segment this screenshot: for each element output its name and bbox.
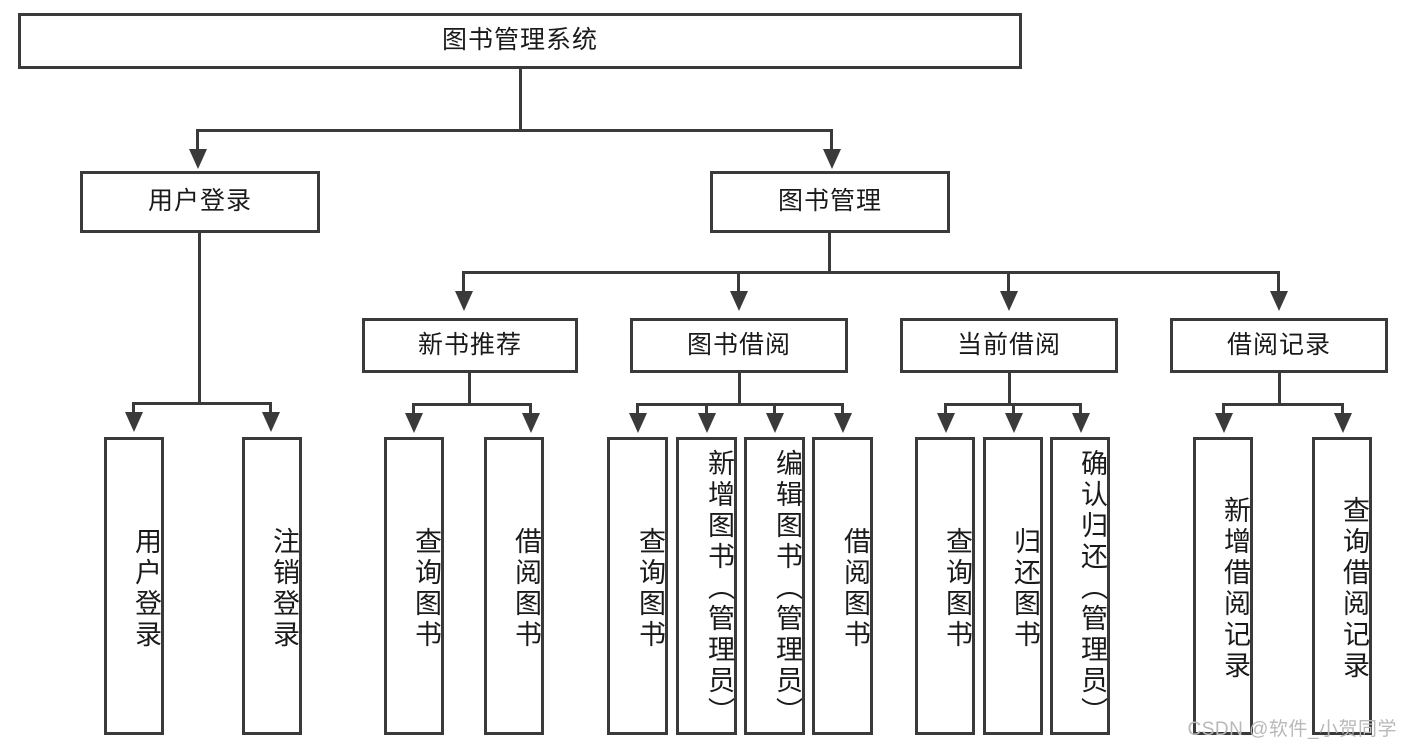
arrow-to-new-book-recommend: [455, 291, 473, 311]
leaf-borrow-book-recommend[interactable]: 借阅图书: [484, 437, 544, 735]
connector-user-login-drop-1: [132, 402, 135, 414]
connector-current-borrow-drop-3: [1079, 403, 1082, 415]
arrow-to-user-login: [189, 149, 207, 169]
leaf-add-borrow-record[interactable]: 新增借阅记录: [1193, 437, 1253, 735]
node-user-login[interactable]: 用户登录: [80, 171, 320, 233]
arrow-to-leaf-logout: [262, 412, 280, 432]
connector-book-borrow-stem: [738, 373, 741, 405]
connector-root-drop-left: [196, 129, 199, 151]
arrow-to-book-borrow: [730, 291, 748, 311]
leaf-edit-book-admin[interactable]: 编辑图书（管理员）: [744, 437, 805, 735]
connector-new-book-stem: [468, 373, 471, 405]
leaf-query-book-borrow[interactable]: 查询图书: [607, 437, 668, 735]
node-book-management[interactable]: 图书管理: [710, 171, 950, 233]
connector-level3-drop-3: [1007, 271, 1010, 293]
connector-book-borrow-drop-2: [705, 403, 708, 415]
connector-new-book-drop-2: [529, 403, 532, 415]
arrow-to-borrow-record: [1270, 291, 1288, 311]
arrow-to-leaf-query-book-3: [937, 413, 955, 433]
arrow-to-book-management: [823, 149, 841, 169]
arrow-to-leaf-edit-book: [766, 413, 784, 433]
connector-level3-drop-2: [737, 271, 740, 293]
leaf-user-login[interactable]: 用户登录: [104, 437, 164, 735]
arrow-to-leaf-user-login: [125, 412, 143, 432]
connector-borrow-record-drop-2: [1341, 403, 1344, 415]
connector-root-drop-right: [830, 129, 833, 151]
arrow-to-leaf-add-record: [1215, 413, 1233, 433]
connector-level3-drop-4: [1277, 271, 1280, 293]
node-borrow-record[interactable]: 借阅记录: [1170, 318, 1388, 373]
node-new-book-recommend[interactable]: 新书推荐: [362, 318, 578, 373]
connector-level3-drop-1: [462, 271, 465, 293]
connector-book-borrow-drop-3: [773, 403, 776, 415]
connector-user-login-stem: [198, 233, 201, 405]
connector-new-book-bus: [412, 403, 532, 406]
connector-root-stem: [519, 69, 522, 129]
connector-book-management-stem: [828, 233, 831, 273]
arrow-to-leaf-borrow-book-2: [834, 413, 852, 433]
connector-user-login-drop-2: [269, 402, 272, 414]
arrow-to-leaf-add-book: [698, 413, 716, 433]
arrow-to-leaf-confirm-return: [1072, 413, 1090, 433]
connector-current-borrow-drop-1: [944, 403, 947, 415]
connector-book-borrow-drop-4: [841, 403, 844, 415]
connector-borrow-record-drop-1: [1222, 403, 1225, 415]
watermark-label: CSDN @软件_小贺同学: [1187, 719, 1397, 740]
connector-root-bus: [196, 129, 833, 132]
leaf-logout[interactable]: 注销登录: [242, 437, 302, 735]
connector-level3-bus: [462, 271, 1280, 274]
leaf-query-book-recommend[interactable]: 查询图书: [384, 437, 444, 735]
connector-borrow-record-bus: [1222, 403, 1344, 406]
connector-borrow-record-stem: [1278, 373, 1281, 405]
connector-current-borrow-stem: [1008, 373, 1011, 405]
arrow-to-leaf-query-record: [1334, 413, 1352, 433]
leaf-query-book-current[interactable]: 查询图书: [915, 437, 975, 735]
node-book-borrow[interactable]: 图书借阅: [630, 318, 848, 373]
connector-book-borrow-bus: [636, 403, 844, 406]
leaf-borrow-book[interactable]: 借阅图书: [812, 437, 873, 735]
connector-user-login-bus: [132, 402, 272, 405]
leaf-query-borrow-record[interactable]: 查询借阅记录: [1312, 437, 1372, 735]
connector-new-book-drop-1: [412, 403, 415, 415]
arrow-to-leaf-query-book-2: [629, 413, 647, 433]
arrow-to-leaf-return-book: [1005, 413, 1023, 433]
arrow-to-leaf-query-book-1: [405, 413, 423, 433]
connector-current-borrow-drop-2: [1012, 403, 1015, 415]
leaf-confirm-return-admin[interactable]: 确认归还（管理员）: [1050, 437, 1110, 735]
node-root-system[interactable]: 图书管理系统: [18, 13, 1022, 69]
arrow-to-leaf-borrow-book-1: [522, 413, 540, 433]
leaf-add-book-admin[interactable]: 新增图书（管理员）: [676, 437, 737, 735]
arrow-to-current-borrow: [1000, 291, 1018, 311]
leaf-return-book[interactable]: 归还图书: [983, 437, 1043, 735]
connector-book-borrow-drop-1: [636, 403, 639, 415]
node-current-borrow[interactable]: 当前借阅: [900, 318, 1118, 373]
